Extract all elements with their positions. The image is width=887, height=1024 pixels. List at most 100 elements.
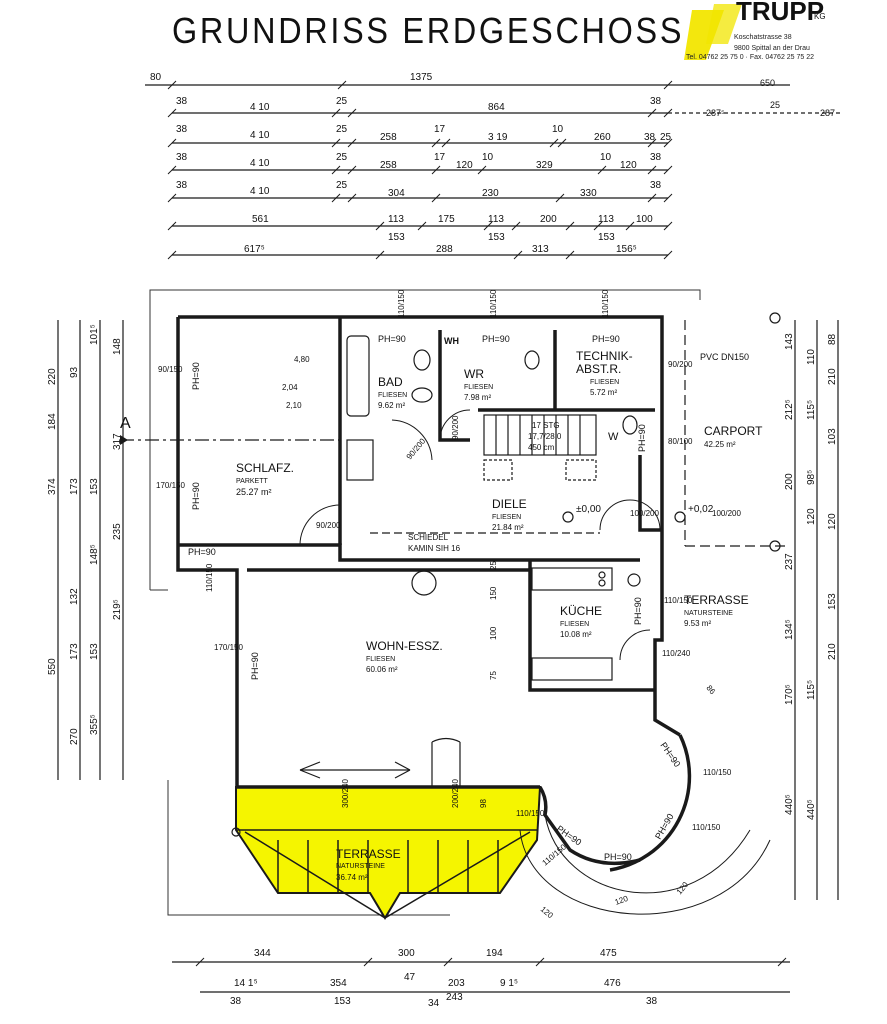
kitchen-counter-icon — [531, 657, 613, 681]
dim-label: 440⁵ — [784, 794, 795, 815]
dim-label: 148 — [112, 338, 123, 355]
dim-label: 25 — [336, 96, 348, 107]
dim-label: 14 1⁵ — [234, 978, 258, 989]
opening-label: PH=90 — [191, 362, 201, 390]
dim-label: 270 — [69, 728, 80, 745]
dim-label: 100 — [636, 214, 653, 225]
dim-label: 80/100 — [668, 437, 693, 446]
dim-label: 38 — [176, 152, 188, 163]
dim-label: 173 — [69, 478, 80, 495]
company-logo-icon — [684, 4, 742, 60]
dim-label: 10 — [482, 152, 494, 163]
dim-label: 17 — [434, 124, 446, 135]
room-name: KÜCHE — [560, 604, 602, 618]
room-diele: DIELE FLIESEN 21.84 m² — [492, 497, 527, 532]
toilet-icon — [622, 415, 638, 435]
column-icon — [769, 312, 781, 324]
dim-label: 194 — [486, 948, 503, 959]
level-marker-icon — [674, 511, 686, 523]
toilet-icon — [524, 350, 540, 370]
room-area: 9.53 m² — [684, 619, 711, 628]
dim-label: 90/150 — [158, 365, 183, 374]
dim-label: 288 — [436, 244, 453, 255]
dim-label: 100/200 — [712, 509, 741, 518]
room-name: TECHNIK- — [576, 349, 633, 363]
dim-label: 287⁵ — [706, 108, 725, 118]
dim-label: 47 — [404, 972, 416, 983]
room-carport: CARPORT 42.25 m² — [704, 424, 763, 449]
dim-label: 38 — [176, 124, 188, 135]
dim-label: 2,04 — [282, 383, 298, 392]
dim-label: 115⁵ — [806, 680, 817, 700]
dim-label: 150 — [489, 586, 498, 600]
opening-label: PH=90 — [188, 547, 216, 557]
room-floor: FLIESEN — [492, 514, 521, 521]
dim-label: 38 — [646, 996, 658, 1007]
column-icon — [231, 827, 241, 837]
dim-label: 90/200 — [405, 436, 428, 461]
room-floor: FLIESEN — [560, 621, 589, 628]
room-floor: PARKETT — [236, 478, 268, 485]
dim-label: 110/150 — [692, 823, 721, 832]
room-area: 25.27 m² — [236, 487, 272, 497]
dim-label: 173 — [69, 643, 80, 660]
dim-label: 110/150 — [703, 768, 732, 777]
room-area: 42.25 m² — [704, 440, 736, 449]
opening-label: PH=90 — [378, 334, 406, 344]
section-marker-label: A — [120, 415, 131, 432]
drawing-title: GRUNDRISS ERDGESCHOSS — [172, 10, 685, 51]
opening-label: PH=90 — [191, 482, 201, 510]
dim-label: 170⁵ — [784, 684, 795, 705]
dim-label: 143 — [784, 333, 795, 350]
dim-label: 100/200 — [630, 509, 659, 518]
dim-label: 561 — [252, 214, 269, 225]
room-name: ABST.R. — [576, 362, 621, 376]
dim-label: 110/150 — [601, 289, 610, 318]
room-area: 7.98 m² — [464, 393, 491, 402]
dim-label: 110/150 — [516, 809, 545, 818]
dim-label: 88 — [827, 333, 838, 345]
room-wohn-essz: WOHN-ESSZ. FLIESEN 60.06 m² — [366, 639, 443, 674]
dim-label: 219⁵ — [112, 599, 123, 620]
opening-label: PH=90 — [250, 652, 260, 680]
dim-label: 220 — [47, 368, 58, 385]
kitchen-counter-icon — [531, 567, 613, 591]
dim-label: 110/150 — [664, 596, 693, 605]
room-name: TERRASSE — [684, 593, 749, 607]
dim-label: 120 — [827, 513, 838, 530]
room-terrasse-east: TERRASSE NATURSTEINE 9.53 m² — [684, 593, 749, 628]
dim-label: 200 — [784, 473, 795, 490]
room-area: 21.84 m² — [492, 523, 524, 532]
dim-label: 330 — [580, 188, 597, 199]
dim-label: 153 — [388, 232, 405, 243]
dim-label: 134⁵ — [784, 619, 795, 640]
dim-label: 3 19 — [488, 132, 508, 143]
dim-label: 120 — [539, 905, 555, 921]
opening-label: WH — [444, 336, 459, 346]
level-marker-icon — [562, 511, 574, 523]
dim-label: 212⁵ — [784, 399, 795, 420]
chimney-label: KAMIN SIH 16 — [408, 544, 461, 553]
dim-label: 864 — [488, 102, 505, 113]
opening-label: PH=90 — [482, 334, 510, 344]
dim-label: 110 — [806, 349, 817, 365]
company-street: Koschatstrasse 38 — [734, 34, 792, 41]
room-area: 36.74 m² — [336, 873, 368, 882]
dim-label: 25 — [336, 124, 348, 135]
stair-label: 17,7/28,0 — [528, 432, 562, 441]
dim-label: 148⁵ — [89, 544, 100, 565]
dim-label: 110/150 — [397, 289, 406, 318]
dim-label: 110/150 — [489, 289, 498, 318]
dim-label: 243 — [446, 992, 463, 1003]
left-dimension-labels: 220 184 374 550 93 173 132 173 270 101⁵ … — [47, 324, 123, 745]
room-name: CARPORT — [704, 424, 763, 438]
dim-label: 235 — [112, 523, 123, 540]
dim-label: 110/150 — [205, 563, 214, 592]
dim-label: 170/150 — [156, 481, 185, 490]
dim-label: 120 — [675, 880, 691, 896]
dim-label: 113 — [598, 214, 614, 225]
fixtures — [120, 312, 790, 837]
dim-label: 153 — [334, 996, 351, 1007]
room-area: 5.72 m² — [590, 388, 617, 397]
company-city: 9800 Spittal an der Drau — [734, 45, 810, 52]
